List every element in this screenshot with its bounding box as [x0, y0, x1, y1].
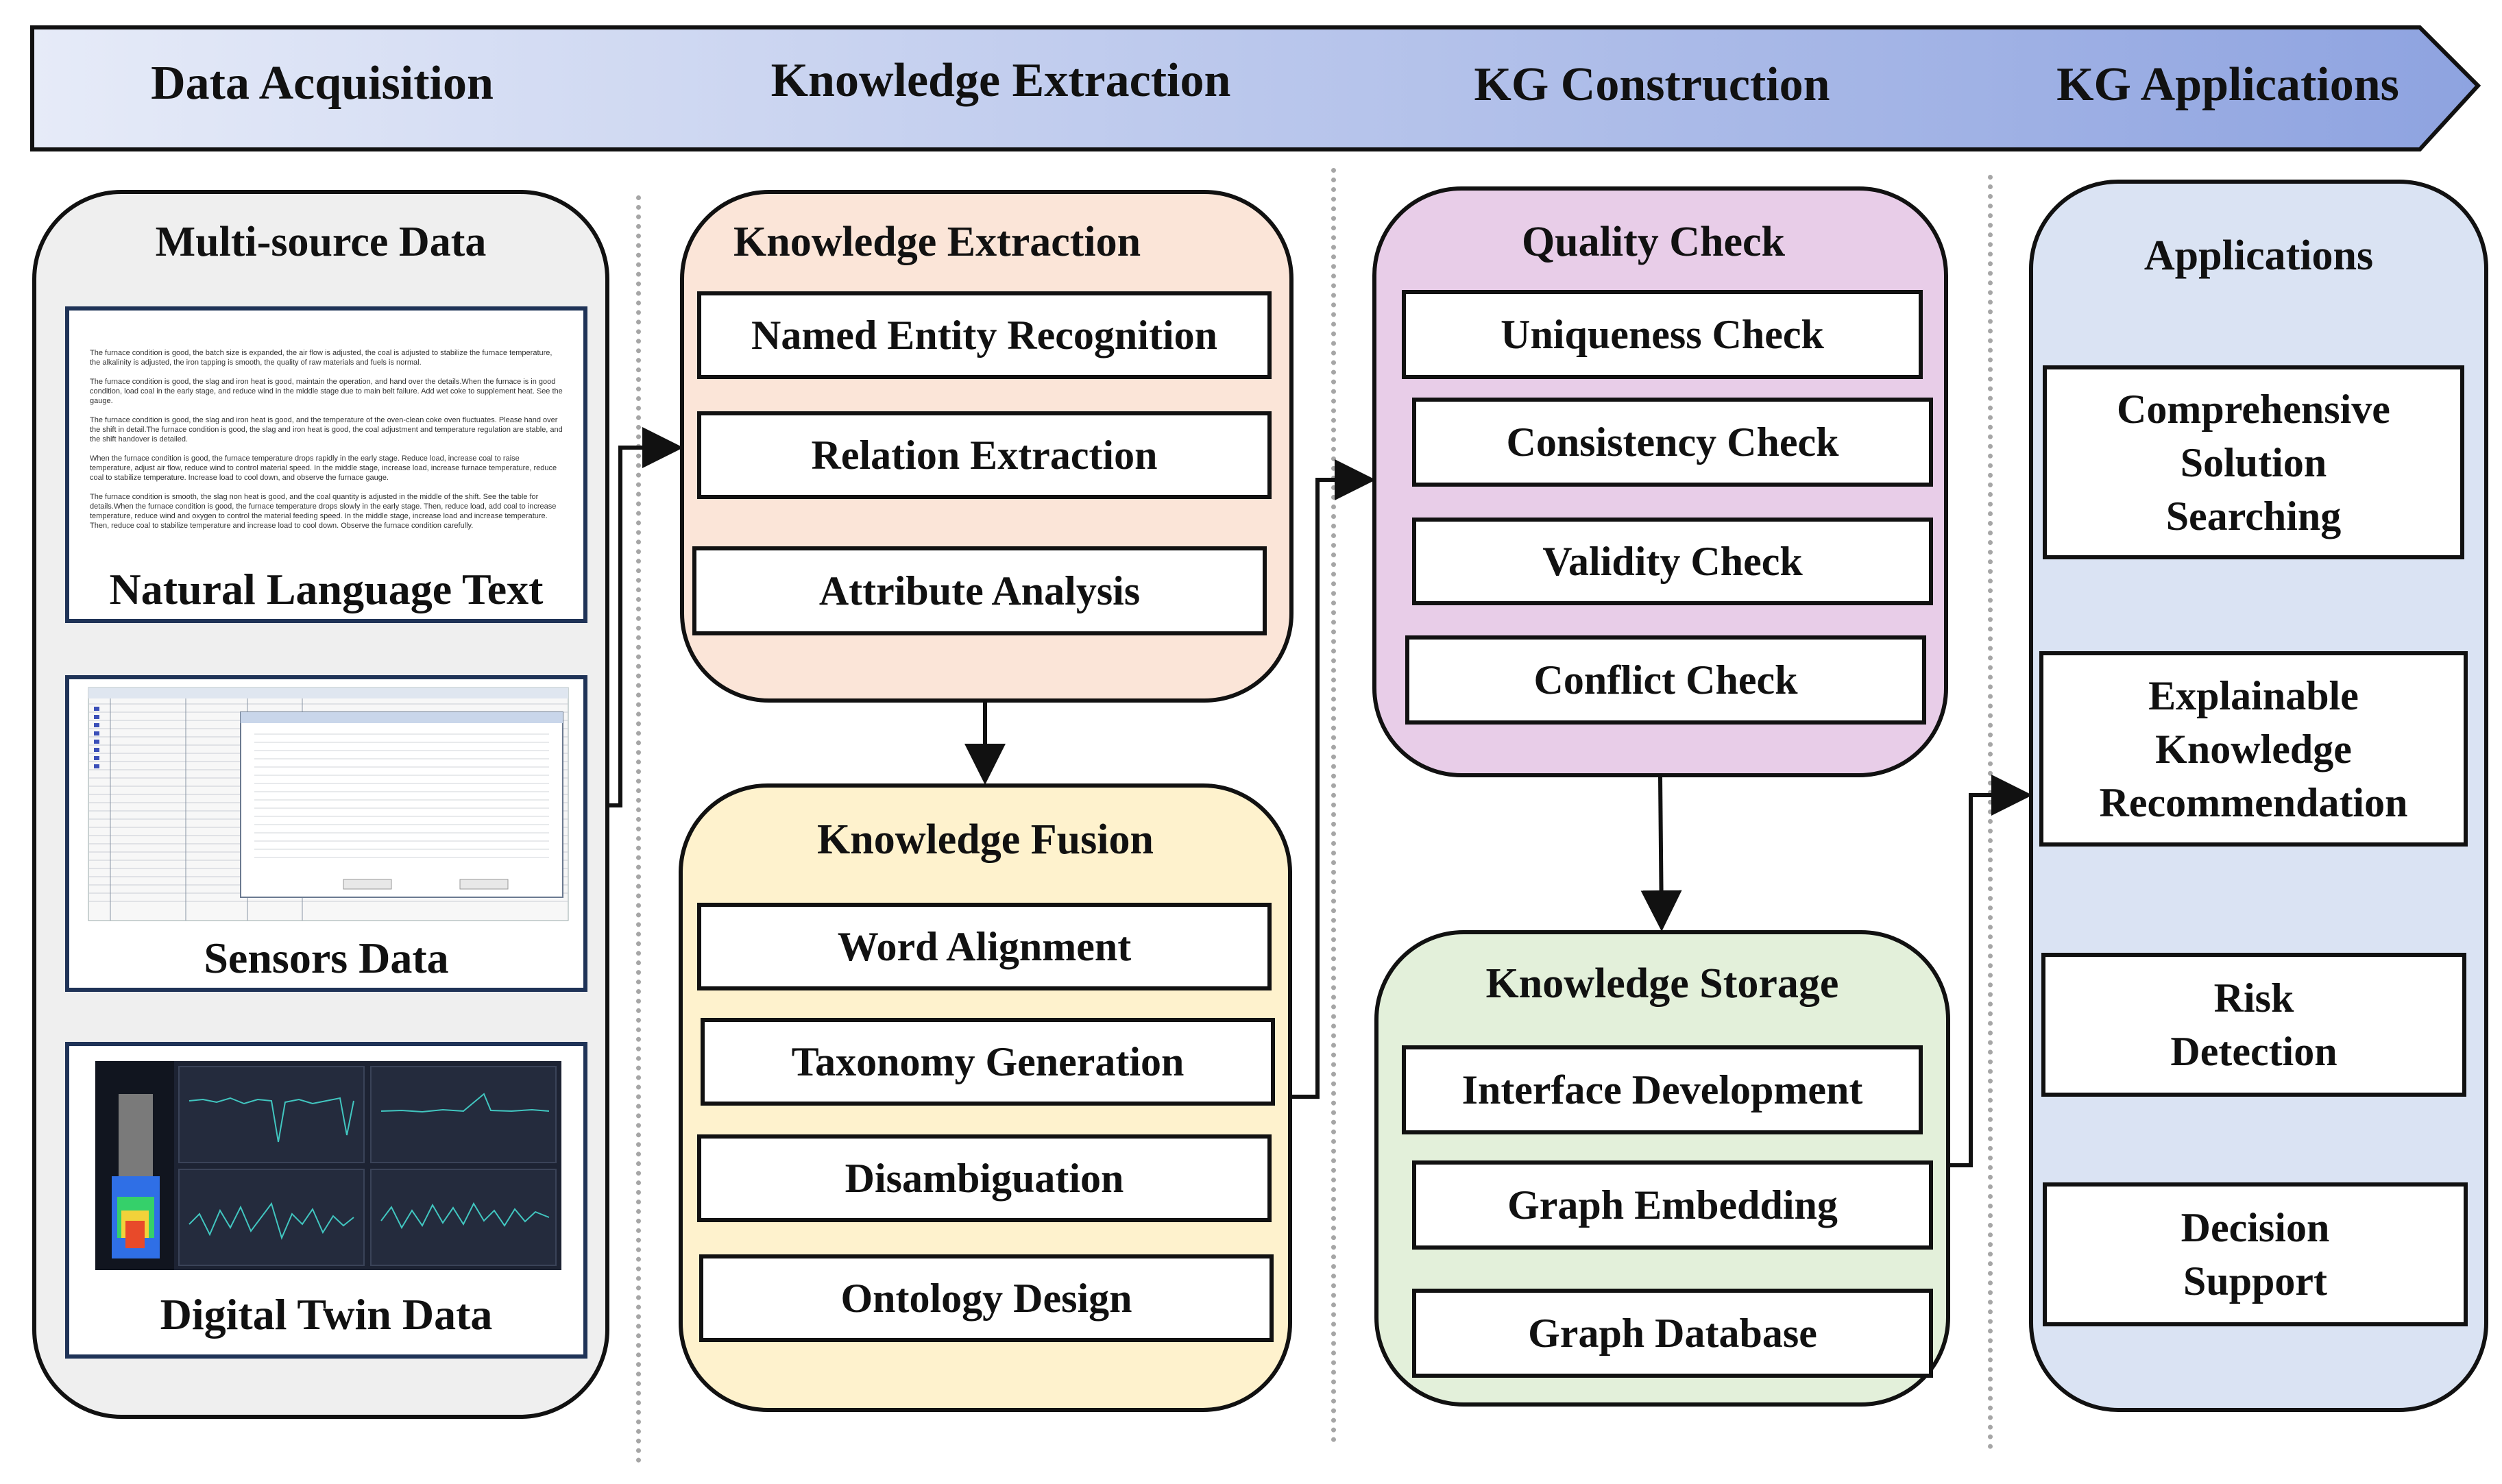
text-sample-paragraph: When the furnace condition is good, the …	[90, 454, 557, 482]
risk-detection-box: Risk Detection	[2041, 953, 2466, 1097]
graph-embedding-box: Graph Embedding	[1412, 1160, 1933, 1250]
digital-twin-dashboard	[95, 1061, 561, 1270]
sensors-data-caption: Sensors Data	[204, 934, 449, 982]
text-sample-paragraph: The furnace condition is smooth, the sla…	[90, 493, 557, 530]
applications-title: Applications	[2143, 232, 2374, 279]
multi-source-title: Multi-source Data	[155, 219, 487, 265]
explainable-knowledge-recommendation-box: Explainable Knowledge Recommendation	[2039, 651, 2468, 847]
stage-label-kg-applications: KG Applications	[2056, 58, 2399, 111]
comprehensive-solution-searching-box: Comprehensive Solution Searching	[2043, 365, 2464, 559]
divider-2	[1331, 168, 1336, 1443]
consistency-check-box: Consistency Check	[1412, 398, 1933, 487]
text-sample-paragraph: The furnace condition is good, the batch…	[90, 349, 552, 367]
stage-label-kg-construction: KG Construction	[1474, 58, 1830, 111]
graph-database-box: Graph Database	[1412, 1289, 1933, 1378]
conflict-check-box: Conflict Check	[1405, 635, 1926, 725]
arrow-storage-to-applications	[1950, 775, 2032, 1167]
word-alignment-box: Word Alignment	[697, 903, 1272, 990]
stage-banner-arrow	[30, 25, 2481, 151]
arrow-quality-to-storage	[1640, 777, 1682, 932]
relation-extraction-box: Relation Extraction	[697, 411, 1272, 499]
sensors-data-thumbnail: Sensors Data	[65, 675, 587, 992]
taxonomy-generation-box: Taxonomy Generation	[701, 1018, 1275, 1106]
stage-label-knowledge-extraction: Knowledge Extraction	[770, 54, 1231, 107]
divider-1	[636, 195, 641, 1463]
sensors-table-screenshot	[88, 687, 569, 921]
knowledge-storage-title: Knowledge Storage	[1485, 960, 1839, 1007]
digital-twin-data-thumbnail: Digital Twin Data	[65, 1042, 587, 1359]
text-sample-paragraph: The furnace condition is good, the slag …	[90, 378, 563, 405]
quality-check-title: Quality Check	[1521, 219, 1786, 265]
knowledge-extraction-title: Knowledge Extraction	[733, 219, 1141, 265]
natural-language-text-thumbnail: The furnace condition is good, the batch…	[65, 306, 587, 623]
attribute-analysis-box: Attribute Analysis	[692, 546, 1267, 635]
divider-3	[1988, 175, 1993, 1450]
arrow-multi-source-to-extraction	[609, 427, 683, 807]
natural-language-text-caption: Natural Language Text	[109, 565, 544, 613]
validity-check-box: Validity Check	[1412, 518, 1933, 605]
ontology-design-box: Ontology Design	[699, 1254, 1274, 1342]
text-sample-paragraph: The furnace condition is good, the slag …	[90, 416, 563, 443]
stage-label-data-acquisition: Data Acquisition	[151, 57, 494, 110]
named-entity-recognition-box: Named Entity Recognition	[697, 291, 1272, 379]
interface-development-box: Interface Development	[1402, 1045, 1923, 1134]
stage-banner	[30, 25, 2481, 151]
arrow-fusion-to-quality	[1292, 459, 1376, 1099]
uniqueness-check-box: Uniqueness Check	[1402, 290, 1923, 379]
natural-language-text-sample: The furnace condition is good, the batch…	[90, 348, 563, 540]
decision-support-box: Decision Support	[2043, 1182, 2468, 1326]
digital-twin-data-caption: Digital Twin Data	[160, 1290, 493, 1339]
knowledge-fusion-title: Knowledge Fusion	[817, 816, 1154, 863]
disambiguation-box: Disambiguation	[697, 1134, 1272, 1222]
